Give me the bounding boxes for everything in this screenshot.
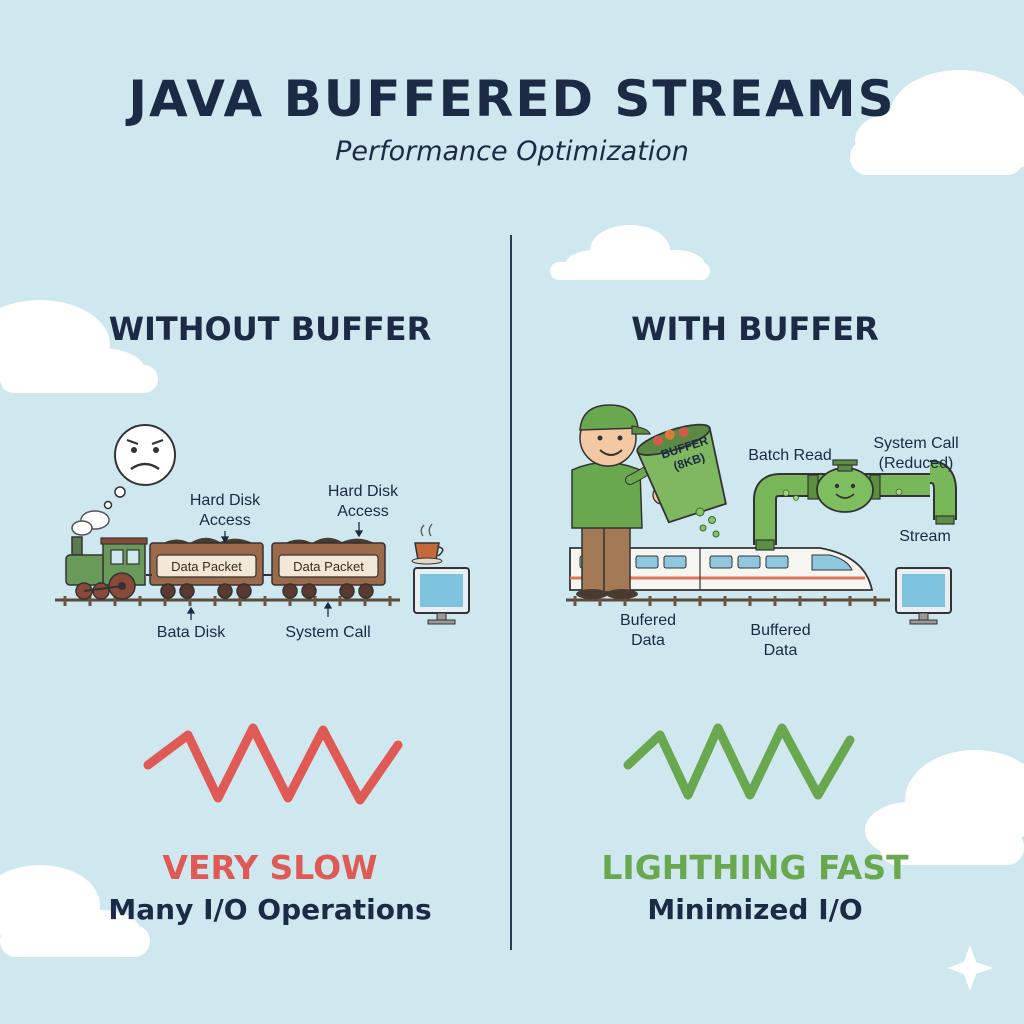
cloud-icon [550,225,710,280]
system-call-label: System Call [285,624,371,641]
cloud-icon [0,300,158,393]
sparkle-icon [947,945,993,991]
computer-monitor-icon [413,567,470,625]
slow-performance-line [143,723,403,805]
page-subtitle: Performance Optimization [335,136,689,167]
data-packet-label: Data Packet [293,559,364,574]
bufered-data-label: Bufered Data [619,612,677,649]
data-packet-wagon [149,537,264,599]
data-packet-label: Data Packet [171,559,242,574]
cloud-icon [0,865,150,957]
page-title: JAVA BUFFERED STREAMS [128,70,896,128]
with-buffer-heading: WITH BUFFER [631,310,879,348]
without-buffer-heading: WITHOUT BUFFER [108,310,432,348]
batch-read-label: Batch Read [748,447,832,464]
cloud-icon [865,750,1024,865]
worker-icon [571,404,672,599]
sad-face-icon [114,424,176,486]
bullet-train-icon [569,547,874,591]
buffer-bucket-icon [636,423,727,524]
bata-disk-label: Bata Disk [156,624,226,641]
hard-disk-access-label: Hard Disk Access [327,483,399,520]
hard-disk-access-label: Hard Disk Access [189,492,261,529]
stream-label: Stream [899,528,951,545]
fast-performance-line [623,723,855,800]
slow-detail: Many I/O Operations [108,893,432,926]
steam-train-icon [65,536,148,600]
data-packet-wagon [271,537,386,599]
fast-verdict: LIGHTHING FAST [601,848,909,887]
slow-verdict: VERY SLOW [162,848,378,887]
cloud-icon [850,70,1024,175]
pipe-icon [753,459,957,551]
fast-detail: Minimized I/O [647,893,863,926]
coffee-cup-icon [411,523,444,565]
system-call-reduced-label: System Call (Reduced) [873,435,959,472]
computer-monitor-icon [895,567,952,625]
buffered-data-label: Buffered Data [750,622,811,659]
